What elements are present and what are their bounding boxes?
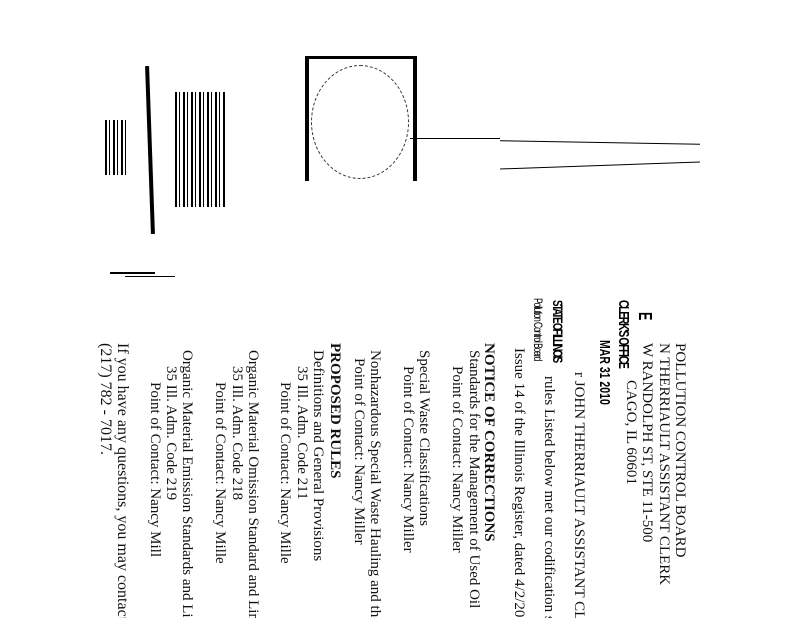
intro-line: rules Listed below met our codification … <box>541 376 557 618</box>
proposed-code: 35 Ill. Adm. Code 218 <box>229 366 245 501</box>
seal-line <box>500 161 700 170</box>
correction-contact: Point of Contact: Nancy Miller <box>449 366 465 553</box>
correction-title: Nonhazardous Special Waste Hauling and t… <box>367 350 383 618</box>
scan-artifact-block <box>175 92 225 207</box>
address-line: CAGO, IL 60601 <box>623 380 639 485</box>
correction-title: Standards for the Management of Used Oil <box>466 350 482 609</box>
proposed-contact: Point of Contact: Nancy Mille <box>212 382 228 564</box>
correction-contact: Point of Contact: Nancy Miller <box>351 358 367 545</box>
address-line: W RANDOLPH ST, STE 11-500 <box>639 343 655 543</box>
scan-artifact-block <box>105 120 127 175</box>
proposed-title: Definitions and General Provisions <box>310 350 326 562</box>
address-line: N THERRIAULT ASSISTANT CLERK <box>656 343 672 586</box>
intro-line: r JOHN THERRIAULT ASSISTANT CLE <box>571 372 587 618</box>
scan-artifact-line <box>125 276 175 277</box>
address-line: POLLUTION CONTROL BOARD <box>672 343 688 558</box>
stamp-state: STATE OF ILLINOIS <box>550 300 566 362</box>
proposed-code: 35 Ill. Adm. Code 211 <box>294 366 310 500</box>
corrections-heading: NOTICE OF CORRECTIONS <box>481 343 497 542</box>
proposed-title: Organic Material Emission Standards and … <box>179 350 195 618</box>
scan-artifact-line <box>145 65 155 235</box>
correction-title: Special Waste Classifications <box>416 350 432 526</box>
proposed-heading: PROPOSED RULES <box>327 343 343 479</box>
stamp-date: MAR 31 2010 <box>596 340 613 405</box>
proposed-contact: Point of Contact: Nancy Mill <box>147 382 163 557</box>
closing-line: If you have any questions, you may conta… <box>114 343 131 618</box>
correction-contact: Point of Contact: Nancy Miller <box>400 366 416 553</box>
seal-line <box>410 138 500 139</box>
scan-artifact-line <box>110 272 155 274</box>
closing-phone: (217) 782 - 7017. <box>97 343 114 455</box>
seal-line <box>500 140 700 145</box>
proposed-code: 35 Ill. Adm. Code 219 <box>163 366 179 501</box>
proposed-contact: Point of Contact: Nancy Mille <box>277 382 293 564</box>
stamp-letter: E <box>635 312 655 321</box>
intro-line: Issue 14 of the Illinois Register, dated… <box>511 348 527 618</box>
proposed-title: Organic Material Omission Standard and L… <box>245 350 261 618</box>
stamp-office: CLERK'S OFFICE <box>615 300 632 368</box>
stamp-board: Pollution Control Board <box>531 298 545 361</box>
official-seal <box>305 56 417 181</box>
